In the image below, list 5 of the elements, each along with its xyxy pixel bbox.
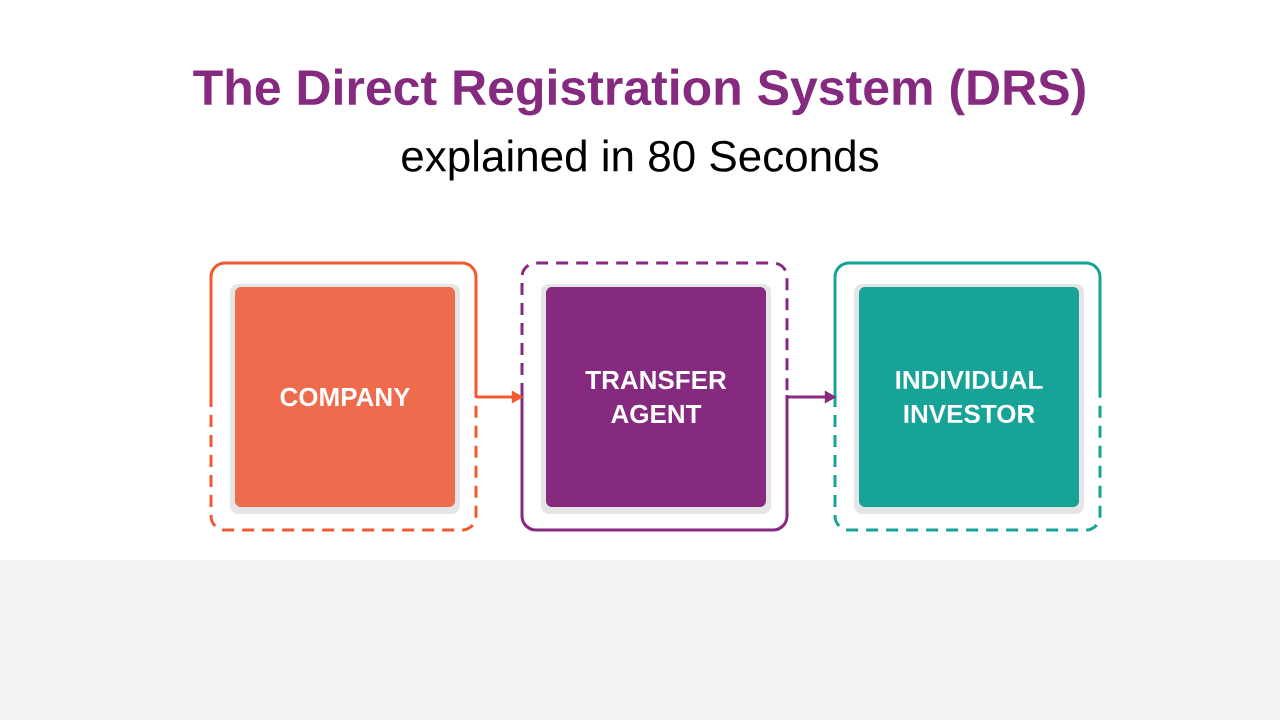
process-box: TRANSFER AGENT [541, 284, 771, 514]
process-box: COMPANY [230, 284, 460, 514]
process-box: INDIVIDUAL INVESTOR [854, 284, 1084, 514]
title: The Direct Registration System (DRS) [193, 68, 1085, 116]
subtitle: explained in 80 Seconds [402, 139, 878, 181]
